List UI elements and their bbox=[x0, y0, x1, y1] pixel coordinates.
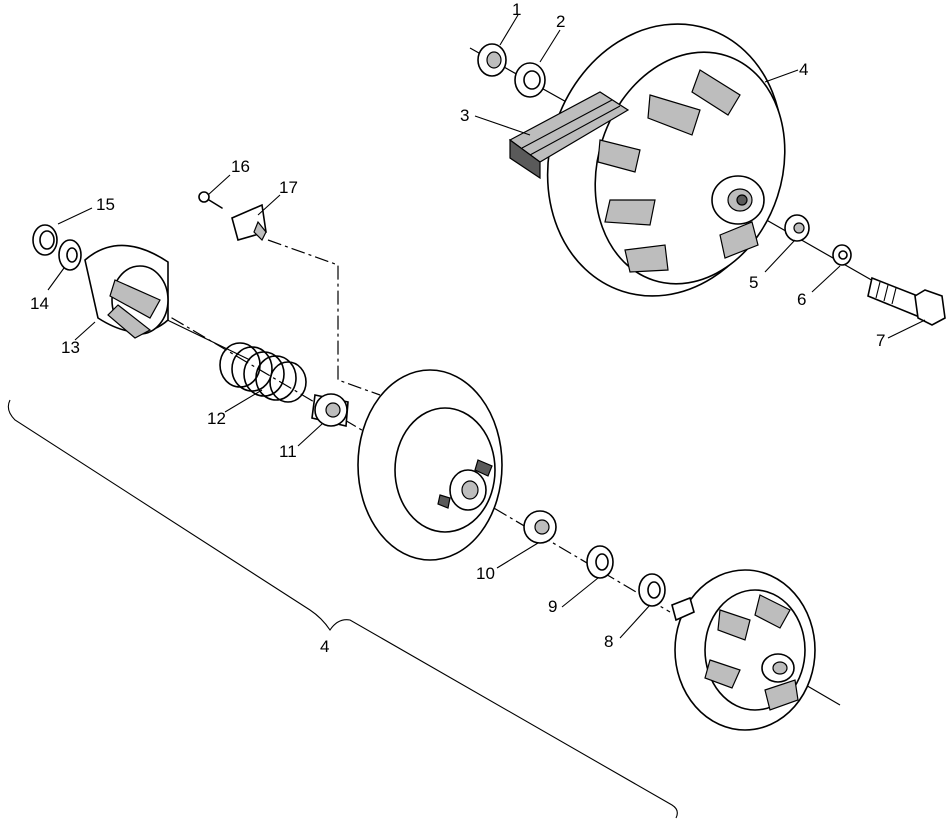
callout-15: 15 bbox=[96, 195, 115, 214]
callout-12: 12 bbox=[207, 409, 226, 428]
callout-4-assembly: 4 bbox=[320, 637, 329, 656]
callout-5: 5 bbox=[749, 273, 758, 292]
part-9-washer bbox=[586, 545, 614, 579]
assembly-bracket bbox=[7, 399, 678, 819]
callout-labels: 1 2 3 4 5 6 7 8 9 10 11 12 13 14 15 16 1… bbox=[30, 0, 885, 656]
callout-17: 17 bbox=[279, 178, 298, 197]
leader-lines bbox=[47, 14, 926, 639]
callout-11: 11 bbox=[279, 442, 297, 461]
part-6-lock-washer bbox=[832, 244, 852, 266]
callout-3: 3 bbox=[460, 106, 469, 125]
part-16-screw bbox=[198, 191, 223, 209]
part-17-button bbox=[231, 203, 267, 242]
callout-14: 14 bbox=[30, 294, 49, 313]
part-12-spring bbox=[219, 342, 307, 403]
callout-9: 9 bbox=[548, 597, 557, 616]
callout-1: 1 bbox=[512, 0, 521, 19]
callout-16: 16 bbox=[231, 157, 250, 176]
part-4-driven-clutch-top bbox=[508, 23, 786, 297]
callout-7: 7 bbox=[876, 331, 885, 350]
callout-4-top: 4 bbox=[799, 60, 808, 79]
callout-10: 10 bbox=[476, 564, 495, 583]
part-7-bolt bbox=[867, 276, 946, 326]
callout-2: 2 bbox=[556, 12, 565, 31]
part-14-washer bbox=[58, 239, 82, 271]
part-2-washer bbox=[514, 62, 546, 98]
part-8-washer bbox=[638, 573, 666, 607]
stationary-sheave bbox=[671, 569, 816, 731]
callout-6: 6 bbox=[797, 290, 806, 309]
part-13-helix bbox=[84, 244, 169, 339]
part-11-bushing bbox=[311, 393, 349, 427]
callout-8: 8 bbox=[604, 632, 613, 651]
part-5-washer bbox=[784, 214, 810, 242]
moveable-sheave bbox=[357, 369, 503, 561]
part-15-snap-ring bbox=[32, 224, 58, 256]
callout-13: 13 bbox=[61, 338, 80, 357]
part-10-bushing bbox=[523, 510, 557, 544]
part-1-bushing bbox=[477, 43, 507, 77]
